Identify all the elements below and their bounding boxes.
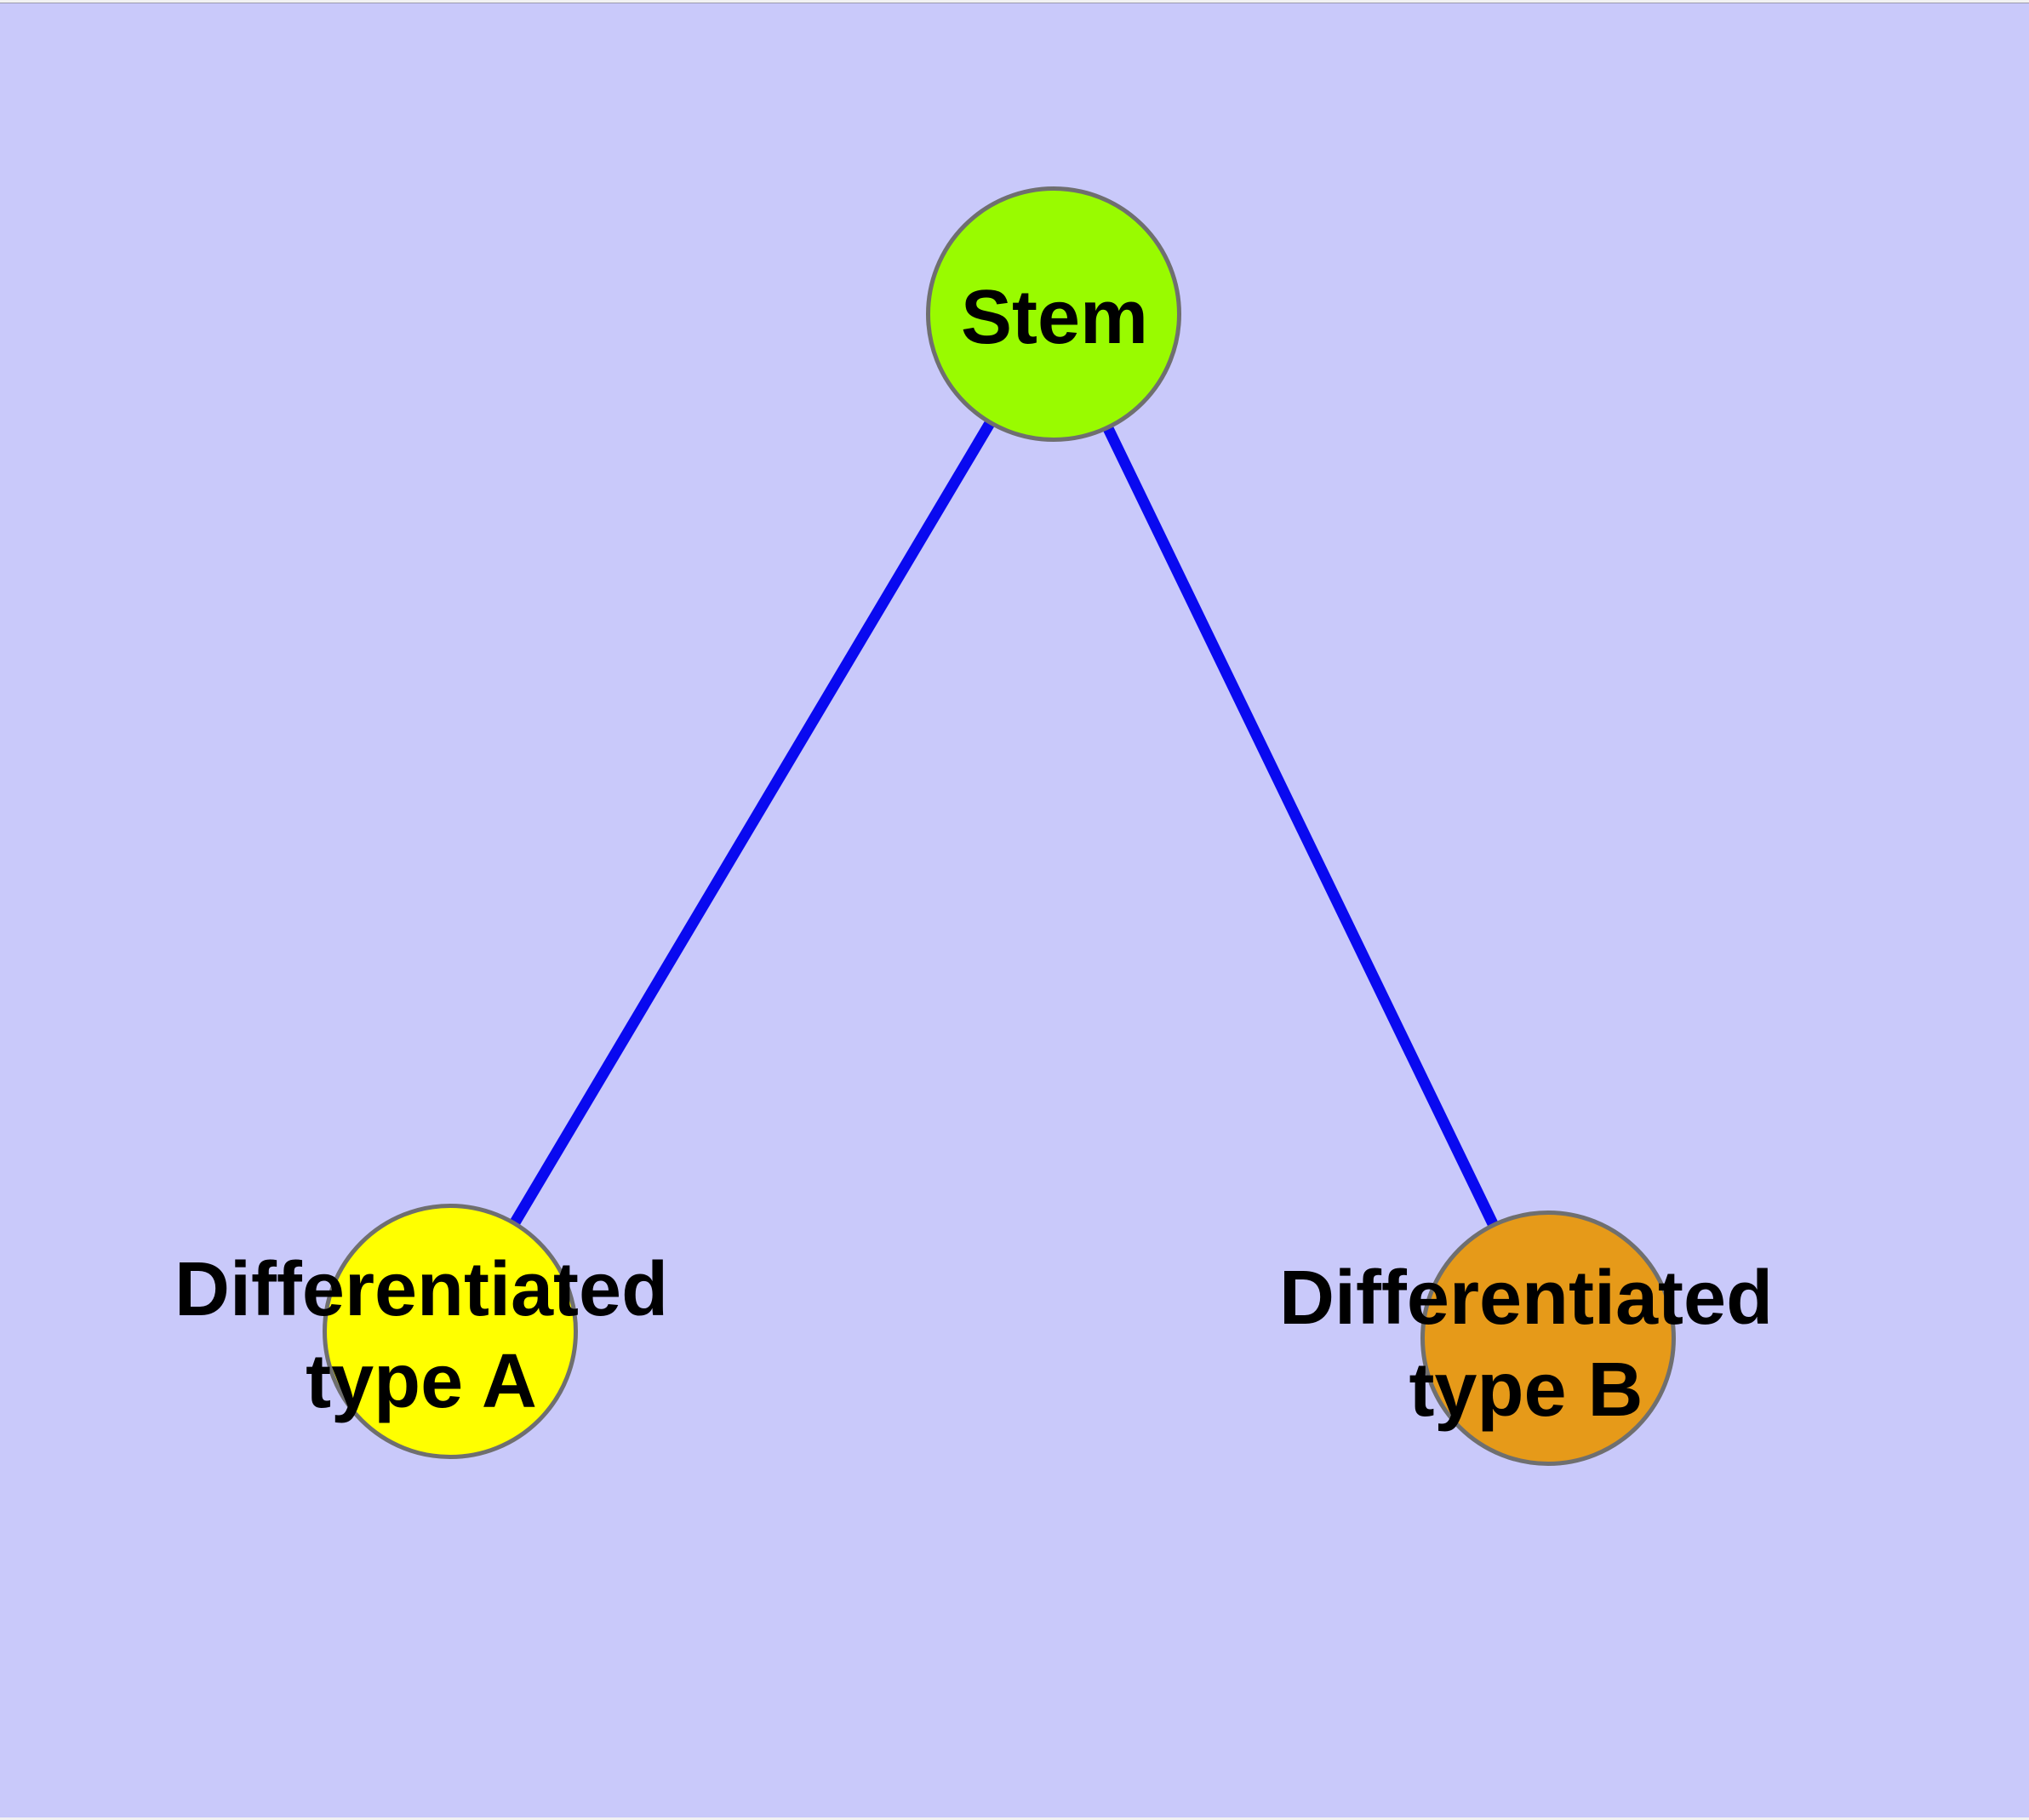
node-stem-label: Stem	[960, 275, 1149, 360]
node-differentiated-type-a-label: Differentiated type A	[174, 1247, 669, 1424]
node-stem	[926, 186, 1181, 442]
edge-stem-to-type-a	[445, 312, 1059, 1335]
edge-stem-to-type-b	[1049, 313, 1553, 1341]
node-differentiated-type-b	[1420, 1210, 1676, 1466]
window-top-edge	[0, 0, 2029, 3]
node-differentiated-type-a	[323, 1204, 578, 1459]
window-bottom-edge	[0, 1817, 2029, 1820]
node-differentiated-type-b-label: Differentiated type B	[1278, 1256, 1774, 1433]
